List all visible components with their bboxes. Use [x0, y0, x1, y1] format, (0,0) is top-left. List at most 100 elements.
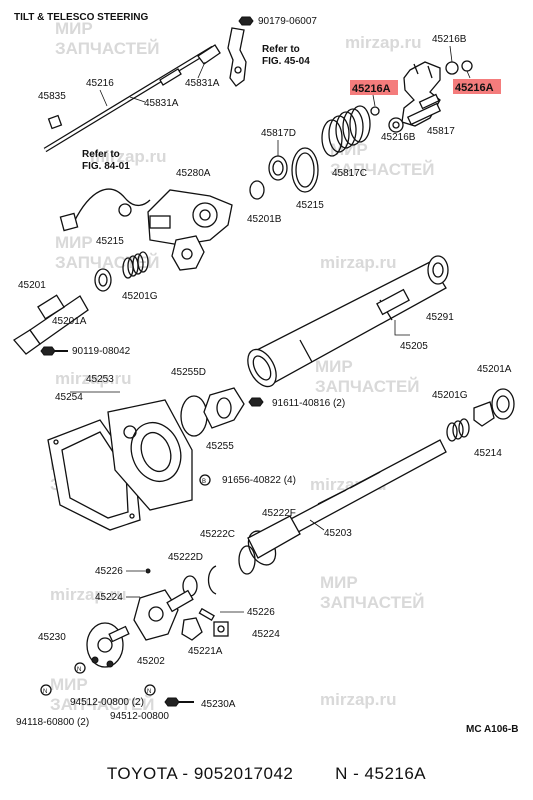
- watermark: mirzap.ru: [320, 690, 397, 709]
- label-45817C: 45817C: [332, 168, 367, 179]
- watermark: mirzap.ru: [345, 33, 422, 52]
- spring-45817C: [321, 105, 371, 157]
- label-45831A-top: 45831A: [185, 78, 220, 89]
- refer-fig: FIG. 45-04: [262, 56, 310, 67]
- snap-ring: [207, 565, 217, 595]
- main-shaft-45203: [247, 439, 447, 566]
- label-90119: 90119-08042: [72, 346, 131, 357]
- label-45255: 45255: [206, 441, 234, 452]
- label-45215-top: 45215: [296, 200, 324, 211]
- highlight-box-right: [453, 79, 501, 94]
- label-91611: 91611-40816 (2): [272, 398, 345, 409]
- ring-45222C: [238, 545, 256, 575]
- collar-45214: [473, 401, 495, 427]
- watermark: ЗАПЧАСТЕЙ: [315, 377, 420, 396]
- label-45835: 45835: [38, 91, 66, 102]
- pin-45226-left: [145, 568, 151, 574]
- universal-joint-45201: [13, 294, 89, 355]
- cover-45253: [107, 399, 193, 511]
- watermark: ЗАПЧАСТЕЙ: [50, 695, 155, 714]
- bushing-45817D: [268, 155, 288, 181]
- label-45817: 45817: [427, 126, 455, 137]
- lever-bracket: [227, 27, 247, 87]
- watermark: mirzap.ru: [55, 369, 132, 388]
- label-45224-left: 45224: [95, 592, 123, 603]
- label-45201A-right: 45201A: [477, 364, 512, 375]
- label-45202: 45202: [137, 656, 165, 667]
- watermark: МИР: [50, 675, 88, 694]
- label-45230: 45230: [38, 632, 66, 643]
- label-90179: 90179-06007: [258, 16, 317, 27]
- watermark: mirzap.ru: [90, 147, 167, 166]
- watermark: МИР: [330, 140, 368, 159]
- watermark: mirzap.ru: [50, 585, 127, 604]
- refer-fig-84: FIG. 84-01: [82, 161, 130, 172]
- nut-94118: N: [40, 684, 52, 696]
- bolt-90179: [238, 16, 254, 26]
- label-94512-left: 94512-00800 (2): [70, 697, 144, 708]
- spider-45221A: [181, 617, 203, 641]
- label-45291: 45291: [426, 312, 454, 323]
- clip-45835: [47, 114, 63, 130]
- diagram-code: MC A106-B: [466, 724, 518, 735]
- label-94118: 94118-60800 (2): [16, 717, 89, 728]
- label-45201B: 45201B: [247, 214, 282, 225]
- column-tube-45205: [247, 261, 447, 388]
- ring-45216A-left: [370, 106, 380, 116]
- watermark: ЗАПЧАСТЕЙ: [55, 253, 160, 272]
- label-45201G-right: 45201G: [432, 390, 468, 401]
- refer-text: Refer to: [262, 44, 300, 55]
- label-45215: 45215: [96, 236, 124, 247]
- label-45201: 45201: [18, 280, 46, 291]
- watermark: ЗАПЧАСТЕЙ: [330, 160, 435, 179]
- label-45214: 45214: [474, 448, 502, 459]
- cap-45224-right: [213, 621, 229, 637]
- washer-45216B-low: [388, 117, 404, 133]
- label-45280A: 45280A: [176, 168, 211, 179]
- pin-45226-right: [198, 607, 215, 621]
- label-45205: 45205: [400, 341, 428, 352]
- label-94512-right: 94512-00800: [110, 711, 169, 722]
- label-91656: 91656-40822 (4): [222, 475, 296, 486]
- label-45216A-left: 45216A: [352, 83, 391, 95]
- watermark: МИР: [315, 357, 353, 376]
- spring-45215: [122, 251, 149, 279]
- label-45817D: 45817D: [261, 128, 296, 139]
- watermark: МИР: [55, 233, 93, 252]
- part-number-caption: TOYOTA - 9052017042 N - 45216A: [106, 764, 427, 783]
- label-45224-right: 45224: [252, 629, 280, 640]
- nut-94512-right: N: [144, 684, 156, 696]
- label-45226-left: 45226: [95, 566, 123, 577]
- watermark: МИР: [55, 19, 93, 38]
- diagram-title: TILT & TELESCO STEERING: [14, 12, 148, 23]
- svg-text:B: B: [202, 479, 206, 485]
- watermark: МИР: [320, 573, 358, 592]
- label-45222D: 45222D: [168, 552, 203, 563]
- bushing-45291: [427, 255, 449, 285]
- bolt-90119: [40, 346, 68, 356]
- label-45253: 45253: [86, 374, 114, 385]
- label-45255D: 45255D: [171, 367, 206, 378]
- ring-45255D: [180, 395, 208, 437]
- ring-45216A-right: [461, 60, 473, 72]
- shaft-45831A: [43, 44, 221, 153]
- highlight-box-left: [350, 80, 398, 95]
- watermark: mirzap.ru: [320, 253, 397, 272]
- label-45201A-left: 45201A: [52, 316, 87, 327]
- label-45201G-left: 45201G: [122, 291, 158, 302]
- parts-diagram: МИР ЗАПЧАСТЕЙ mirzap.ru mirzap.ru МИР ЗА…: [13, 12, 518, 735]
- bolt-45230A: [164, 697, 194, 707]
- label-45216: 45216: [86, 78, 114, 89]
- label-45226-right: 45226: [247, 607, 275, 618]
- spring-45201G: [446, 418, 470, 442]
- label-45254: 45254: [55, 392, 83, 403]
- label-45216A-right: 45216A: [455, 82, 494, 94]
- label-45222C: 45222C: [200, 529, 235, 540]
- label-45216B-low: 45216B: [381, 132, 416, 143]
- label-45221A: 45221A: [188, 646, 223, 657]
- svg-text:N: N: [43, 689, 47, 695]
- nut-94512-left: N: [74, 662, 86, 674]
- bearing-45201A-left: [94, 268, 112, 292]
- wire-harness: [59, 188, 151, 232]
